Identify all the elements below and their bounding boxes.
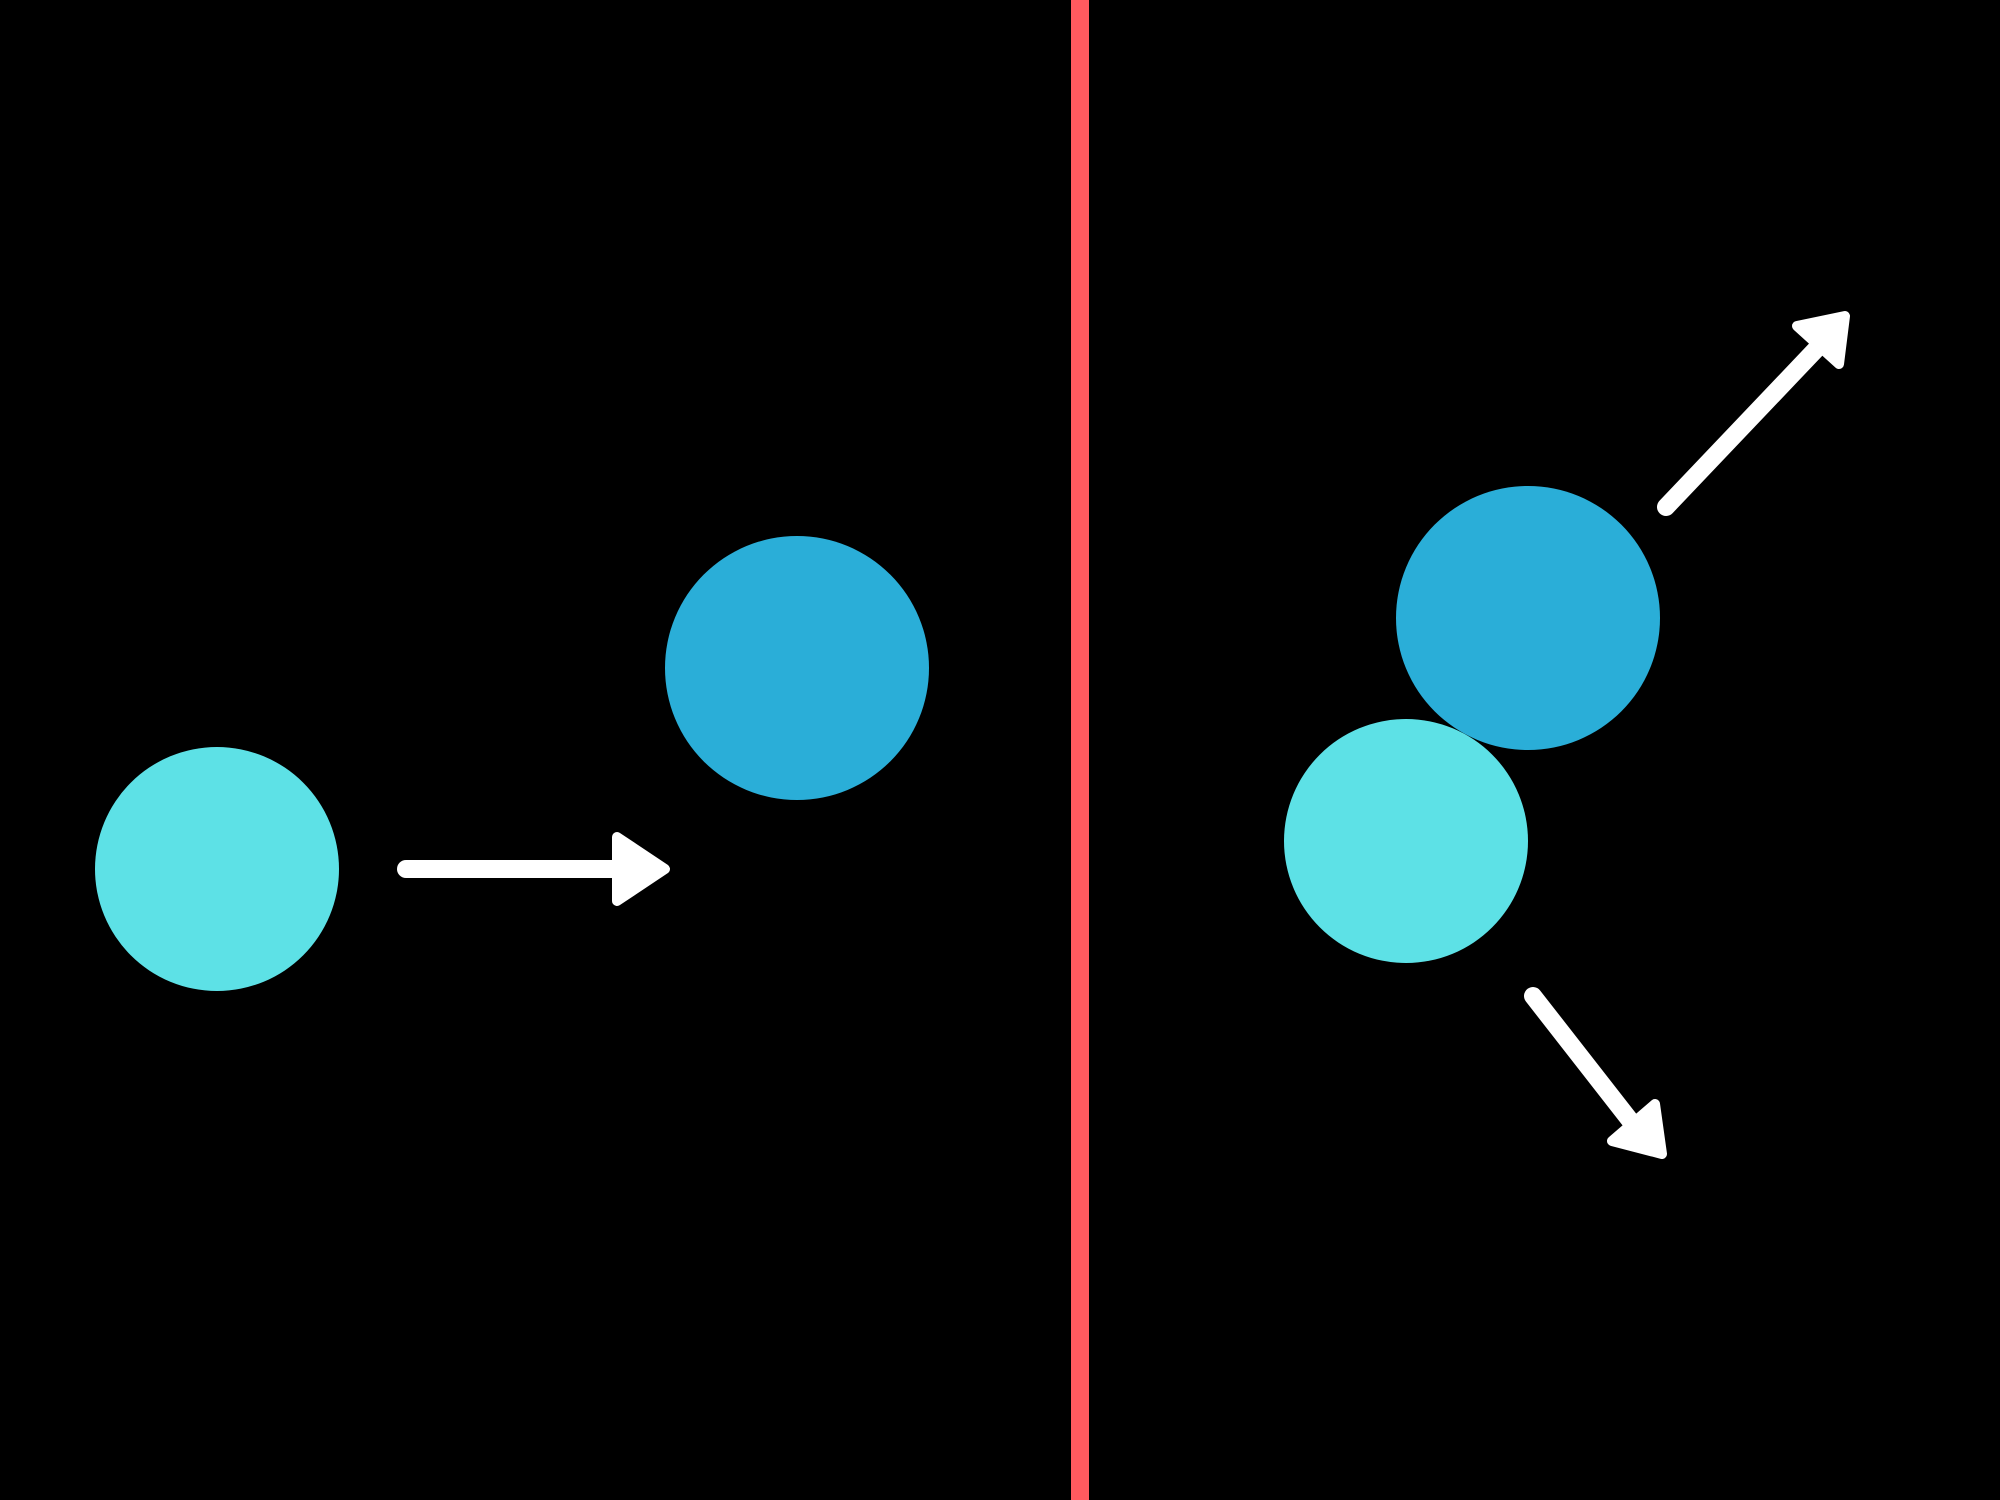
panel-before-collision [95,536,929,991]
panel-after-collision [1284,311,1850,1159]
velocity-arrow-down-right [1524,987,1667,1159]
ball-dark-before [665,536,929,800]
ball-light-after [1284,719,1528,963]
velocity-arrow-right [397,832,670,906]
ball-light-before [95,747,339,991]
velocity-arrow-up-right [1657,311,1850,516]
ball-dark-after [1396,486,1660,750]
